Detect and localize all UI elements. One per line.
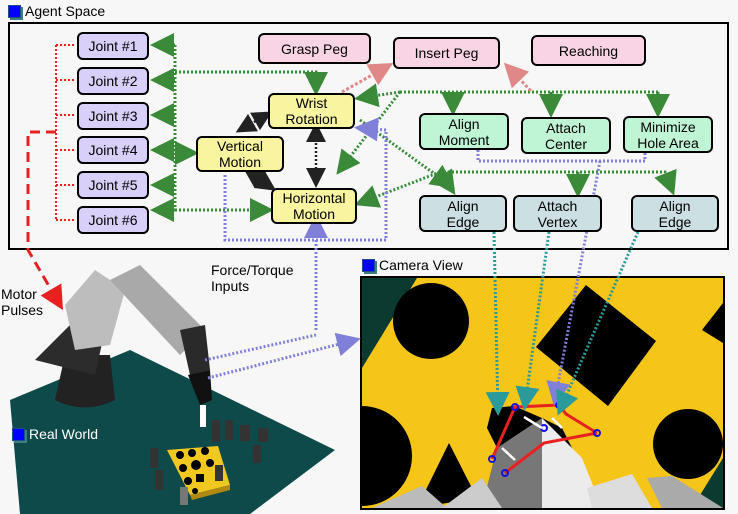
peg — [253, 445, 261, 463]
real-world-scene — [10, 265, 335, 514]
peg-board — [167, 446, 230, 495]
reaching-node[interactable]: Reaching — [531, 35, 646, 66]
minimize-hole-area-node[interactable]: Minimize Hole Area — [623, 116, 713, 153]
joint-6-node[interactable]: Joint #6 — [77, 206, 149, 234]
agent-space-title: Agent Space — [25, 3, 106, 19]
panel-icon — [8, 4, 21, 18]
peg — [150, 448, 158, 468]
hole-round — [362, 406, 412, 506]
camera-view-label: Camera View — [362, 257, 463, 273]
agent-space-label: Agent Space — [8, 3, 105, 19]
joint-4-node[interactable]: Joint #4 — [77, 136, 149, 164]
joint-5-node[interactable]: Joint #5 — [77, 171, 149, 199]
robot-shoulder — [65, 270, 125, 350]
camera-image — [362, 278, 723, 508]
panel-icon — [12, 427, 25, 441]
joint-3-node[interactable]: Joint #3 — [77, 102, 149, 130]
attach-vertex-node[interactable]: Attach Vertex — [513, 195, 602, 232]
force-torque-label: Force/Torque Inputs — [211, 262, 294, 294]
peg — [240, 425, 250, 441]
align-moment-node[interactable]: Align Moment — [419, 113, 509, 150]
vertical-motion-node[interactable]: Vertical Motion — [196, 136, 284, 172]
grasp-peg-node[interactable]: Grasp Peg — [258, 33, 371, 64]
peg — [212, 420, 220, 442]
joint-1-node[interactable]: Joint #1 — [77, 32, 149, 60]
joint-2-node[interactable]: Joint #2 — [77, 67, 149, 95]
peg — [225, 420, 233, 440]
horizontal-motion-node[interactable]: Horizontal Motion — [271, 188, 357, 224]
robot-forearm — [180, 325, 210, 375]
hole-round — [653, 409, 723, 479]
peg — [155, 470, 163, 490]
robot-gripper — [200, 405, 206, 427]
peg-left-face — [482, 418, 542, 508]
peg — [180, 487, 188, 505]
real-world-title: Real World — [29, 426, 98, 442]
wrist-rotation-node[interactable]: Wrist Rotation — [268, 93, 355, 129]
panel-icon — [362, 258, 375, 272]
motor-pulses-label: Motor Pulses — [1, 286, 44, 318]
hole-round — [393, 283, 469, 359]
robot-wrist — [188, 370, 212, 405]
real-world-label: Real World — [12, 426, 98, 442]
align-edge-node-2[interactable]: Align Edge — [631, 195, 719, 232]
peg — [215, 465, 223, 481]
align-edge-node-1[interactable]: Align Edge — [419, 195, 507, 232]
camera-view-panel — [360, 276, 725, 510]
attach-center-node[interactable]: Attach Center — [521, 117, 611, 154]
peg — [258, 428, 268, 442]
insert-peg-node[interactable]: Insert Peg — [393, 37, 500, 69]
camera-view-title: Camera View — [379, 257, 463, 273]
